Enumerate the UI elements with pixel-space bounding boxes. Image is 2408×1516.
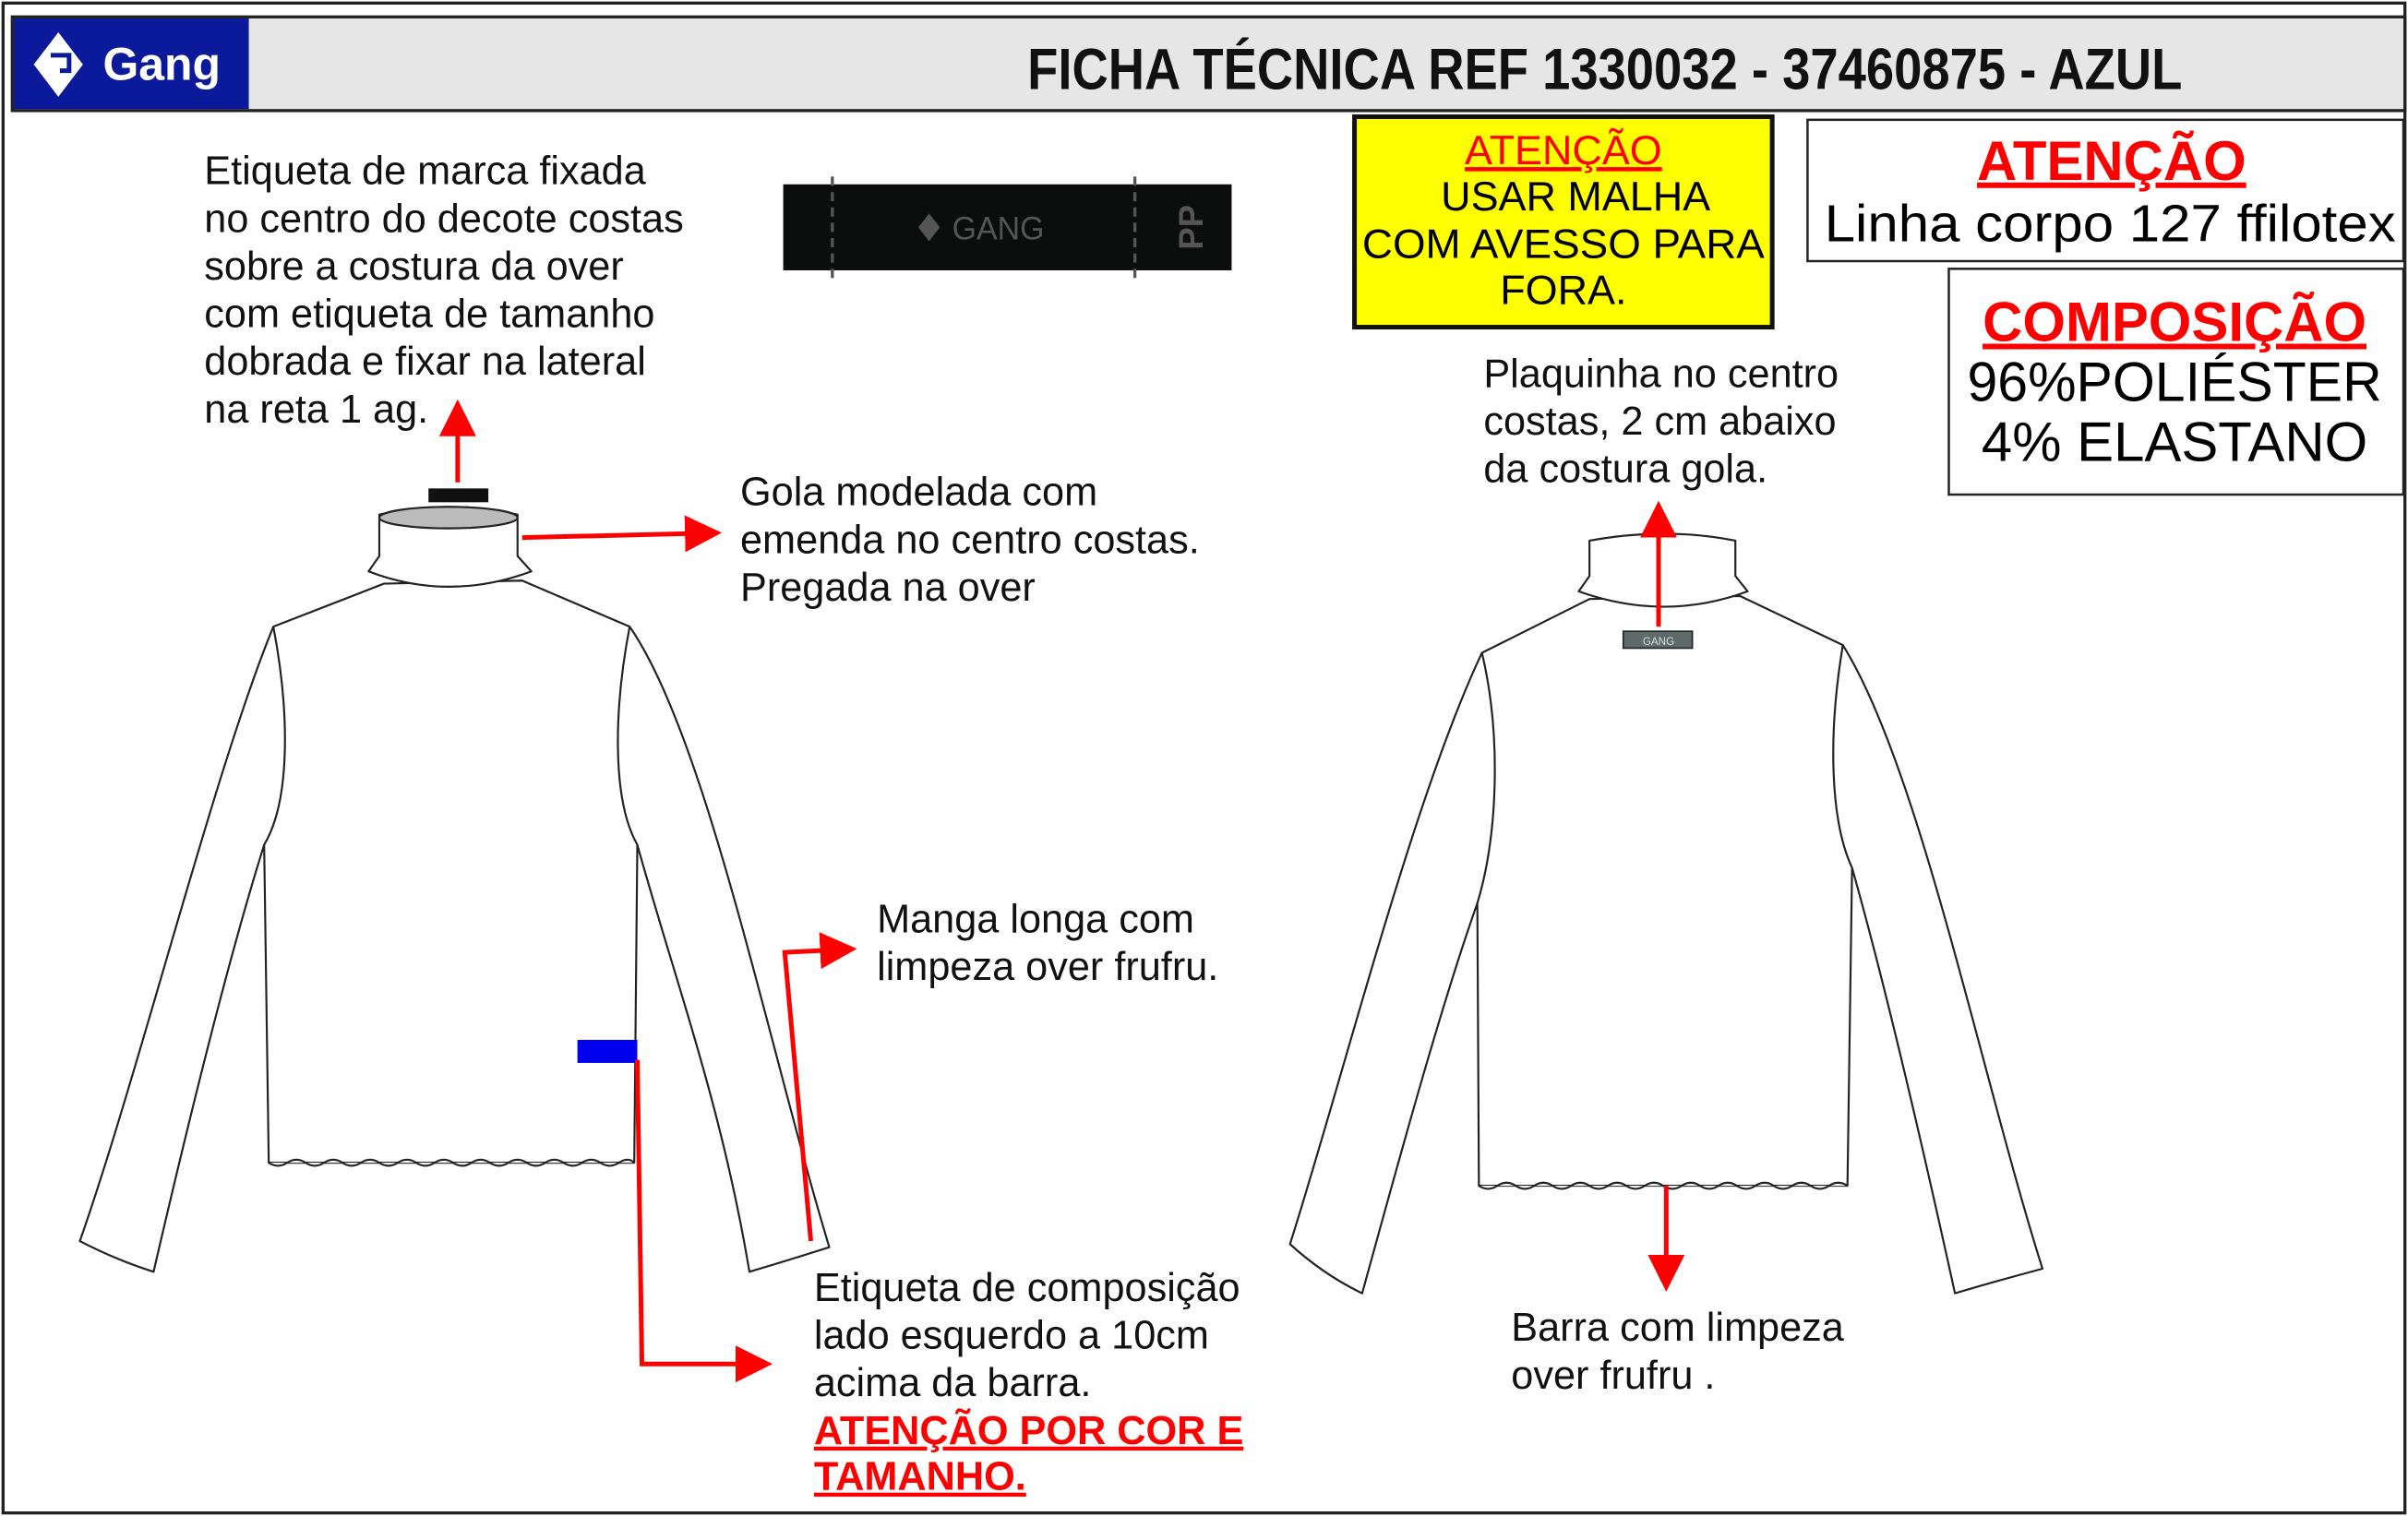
- annotation-line: Pregada na over: [740, 566, 1036, 610]
- fabric-notice: ATENÇÃO USAR MALHA COM AVESSO PARA FORA.: [1352, 114, 1775, 330]
- label-size: PP: [1172, 205, 1210, 250]
- composition-warning: TAMANHO.: [814, 1455, 1026, 1499]
- brand-logo-icon: [33, 31, 83, 97]
- annotation-line: Barra com limpeza: [1511, 1306, 1845, 1350]
- arrow-sleeve: [782, 932, 857, 1242]
- composition-line: 96%POLIÉSTER: [1967, 351, 2381, 412]
- thread-notice-heading: ATENÇÃO: [1977, 130, 2246, 192]
- annotation-line: da costura gola.: [1483, 448, 1767, 492]
- annotation-plaque: Plaquinha no centro costas, 2 cm abaixo …: [1483, 352, 1839, 491]
- annotation-line: dobrada e fixar na lateral: [204, 340, 646, 384]
- annotation-sleeve: Manga longa com limpeza over frufru.: [877, 897, 1218, 989]
- annotation-hem: Barra com limpeza over frufru .: [1511, 1306, 1845, 1398]
- annotation-line: Manga longa com: [877, 897, 1194, 941]
- arrow-collar: [521, 515, 723, 553]
- annotation-line: limpeza over frufru.: [877, 945, 1218, 989]
- composition-warning: ATENÇÃO POR COR E: [814, 1409, 1243, 1453]
- annotation-line: emenda no centro costas.: [740, 518, 1200, 562]
- label-brand: GANG: [952, 211, 1045, 247]
- header-bar: [10, 15, 2407, 113]
- annotation-line: lado esquerdo a 10cm: [814, 1314, 1209, 1358]
- header: Gang FICHA TÉCNICA REF 1330032 - 3746087…: [10, 15, 2407, 113]
- annotation-line: Gola modelada com: [740, 471, 1097, 515]
- annotation-line: costas, 2 cm abaixo: [1483, 400, 1836, 444]
- fabric-notice-line: FORA.: [1500, 267, 1626, 314]
- fabric-notice-heading: ATENÇÃO: [1465, 126, 1662, 173]
- composition-heading: COMPOSIÇÃO: [1983, 292, 2366, 353]
- front-garment-drawing: [78, 488, 831, 1273]
- composition-label-marker: [577, 1039, 638, 1063]
- annotation-line: no centro do decote costas: [204, 197, 683, 241]
- annotation-line: over frufru .: [1511, 1354, 1715, 1398]
- annotation-brand-label: Etiqueta de marca fixada no centro do de…: [204, 149, 683, 432]
- composition-line: 4% ELASTANO: [1982, 411, 2367, 472]
- brand-name: Gang: [102, 39, 221, 90]
- annotation-line: sobre a costura da over: [204, 245, 623, 289]
- thread-notice-text: Linha corpo 127 ffilotex: [1825, 194, 2396, 252]
- thread-notice: ATENÇÃO Linha corpo 127 ffilotex: [1806, 118, 2405, 263]
- annotation-line: Etiqueta de marca fixada: [204, 149, 646, 194]
- plaque-image: GANG: [1622, 630, 1694, 650]
- plaque-brand: GANG: [1643, 636, 1674, 648]
- annotation-line: com etiqueta de tamanho: [204, 292, 654, 337]
- annotation-line: Plaquinha no centro: [1483, 352, 1839, 396]
- brand-label-marker: [428, 488, 489, 503]
- fabric-notice-line: COM AVESSO PARA: [1362, 221, 1765, 268]
- brand-label-image: GANG PP: [783, 176, 1232, 280]
- fabric-notice-line: USAR MALHA: [1441, 173, 1710, 220]
- annotation-line: na reta 1 ag.: [204, 388, 428, 432]
- annotation-line: Etiqueta de composição: [814, 1266, 1240, 1310]
- annotation-composition-label: Etiqueta de composição lado esquerdo a 1…: [814, 1266, 1243, 1499]
- page-title: FICHA TÉCNICA REF 1330032 - 37460875 - A…: [1027, 38, 2182, 102]
- back-garment-drawing: GANG: [1288, 532, 2044, 1295]
- annotation-collar: Gola modelada com emenda no centro costa…: [740, 471, 1200, 610]
- composition-box: COMPOSIÇÃO 96%POLIÉSTER 4% ELASTANO: [1947, 268, 2405, 496]
- callout-arrows: [438, 399, 1685, 1383]
- annotation-line: acima da barra.: [814, 1361, 1092, 1405]
- arrow-composition-label: [635, 1059, 773, 1383]
